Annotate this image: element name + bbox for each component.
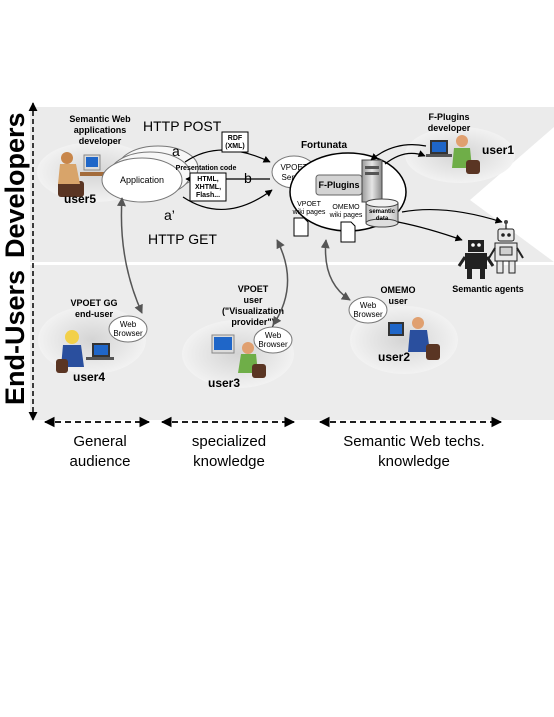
presentation-code-label: Presentation code bbox=[176, 165, 237, 172]
application-user4-arrow bbox=[116, 197, 143, 314]
user1-title-1: F-Plugins bbox=[429, 112, 470, 122]
omemo-wiki-label-1: OMEMO bbox=[332, 204, 360, 211]
presentation-code-document-icon bbox=[189, 172, 227, 202]
developers-band-label: Developers bbox=[0, 112, 30, 258]
user3-title-1: VPOET bbox=[238, 284, 269, 294]
user2-title-1: OMEMO bbox=[381, 285, 416, 295]
user1-figure-icon bbox=[426, 135, 480, 174]
pc-html-label: HTML, bbox=[197, 176, 218, 183]
user4-browser-label-1: Web bbox=[120, 320, 137, 329]
user3-figure-icon bbox=[211, 334, 266, 378]
user5-figure-icon bbox=[58, 152, 106, 197]
user3-browser-label-1: Web bbox=[265, 331, 282, 340]
user2-browser-label-1: Web bbox=[360, 301, 377, 310]
user5-name: user5 bbox=[64, 192, 96, 206]
fortunata-user2-arrow bbox=[320, 239, 351, 301]
knowledge-specialized-line1: specialized bbox=[192, 433, 266, 450]
user5-title-2: applications bbox=[74, 125, 127, 135]
user3-browser-label-2: Browser bbox=[258, 340, 288, 349]
user3-title-3: ("Visualization bbox=[222, 306, 284, 316]
knowledge-specialized-line2: knowledge bbox=[193, 453, 265, 470]
user1-fortunata-arrow bbox=[370, 144, 427, 161]
http-post-label: HTTP POST bbox=[143, 118, 222, 134]
knowledge-general-line2: audience bbox=[70, 453, 131, 470]
fplugins-label: F-Plugins bbox=[319, 180, 360, 190]
vpoet-wiki-label-2: wiki pages bbox=[292, 209, 326, 216]
user1-title-2: developer bbox=[428, 123, 471, 133]
vpoet-wiki-label-1: VPOET bbox=[297, 201, 321, 208]
user3-title-2: user bbox=[243, 295, 263, 305]
rdf-label: RDF bbox=[228, 135, 243, 142]
user4-title-2: end-user bbox=[75, 309, 114, 319]
user1-name: user1 bbox=[482, 143, 514, 157]
robot-icon-2 bbox=[488, 220, 524, 274]
vpoet-servlet-label-1: VPOET bbox=[280, 163, 307, 172]
semantic-data-label-2: data bbox=[376, 216, 389, 222]
web-browser-node-user4 bbox=[108, 315, 148, 343]
agents-arrow-1 bbox=[401, 208, 503, 224]
user3-name: user3 bbox=[208, 376, 240, 390]
user3-title-4: provider") bbox=[231, 317, 274, 327]
semantic-data-cylinder-icon bbox=[365, 198, 399, 228]
knowledge-general-line1: General bbox=[73, 433, 126, 450]
knowledge-semantic-line2: knowledge bbox=[378, 453, 450, 470]
pc-flash-label: Flash... bbox=[196, 192, 220, 199]
omemo-wiki-label-2: wiki pages bbox=[329, 212, 363, 219]
user2-title-2: user bbox=[388, 296, 408, 306]
user5-title-1: Semantic Web bbox=[69, 114, 131, 124]
web-browser-node-user2 bbox=[348, 296, 388, 324]
pc-xhtml-label: XHTML, bbox=[195, 184, 221, 191]
arrow-a-label: a bbox=[172, 143, 180, 159]
user2-browser-label-2: Browser bbox=[353, 310, 383, 319]
user4-title-1: VPOET GG bbox=[70, 298, 117, 308]
web-browser-node-user3 bbox=[253, 326, 293, 354]
user2-name: user2 bbox=[378, 350, 410, 364]
omemo-wiki-page-icon bbox=[340, 221, 356, 243]
user5-title-3: developer bbox=[79, 136, 122, 146]
end-users-band-label: End-Users bbox=[0, 270, 30, 405]
knowledge-semantic-line1: Semantic Web techs. bbox=[343, 433, 484, 450]
user4-name: user4 bbox=[73, 370, 105, 384]
user2-figure-icon bbox=[388, 317, 440, 360]
http-get-arrow bbox=[182, 189, 273, 211]
arrow-a-prime-label: a’ bbox=[164, 207, 175, 223]
application-node bbox=[101, 145, 199, 203]
robot-icon bbox=[457, 240, 495, 279]
agents-arrow-2 bbox=[397, 221, 463, 242]
semantic-agents-label: Semantic agents bbox=[452, 284, 524, 294]
user4-browser-label-2: Browser bbox=[113, 329, 143, 338]
application-label: Application bbox=[120, 175, 164, 185]
http-get-label: HTTP GET bbox=[148, 231, 217, 247]
servlet-user3-arrow bbox=[272, 239, 289, 326]
arrow-b-label: b bbox=[244, 170, 252, 186]
fortunata-label: Fortunata bbox=[301, 140, 348, 151]
semantic-data-label-1: semantic bbox=[369, 209, 396, 215]
rdf-format-label: (XML) bbox=[225, 143, 244, 150]
rdf-document-icon bbox=[221, 131, 249, 153]
user4-figure-icon bbox=[56, 330, 114, 373]
server-tower-icon bbox=[361, 159, 383, 203]
fortunata-user1-arrow bbox=[384, 150, 426, 165]
vpoet-wiki-page-icon bbox=[293, 217, 309, 237]
